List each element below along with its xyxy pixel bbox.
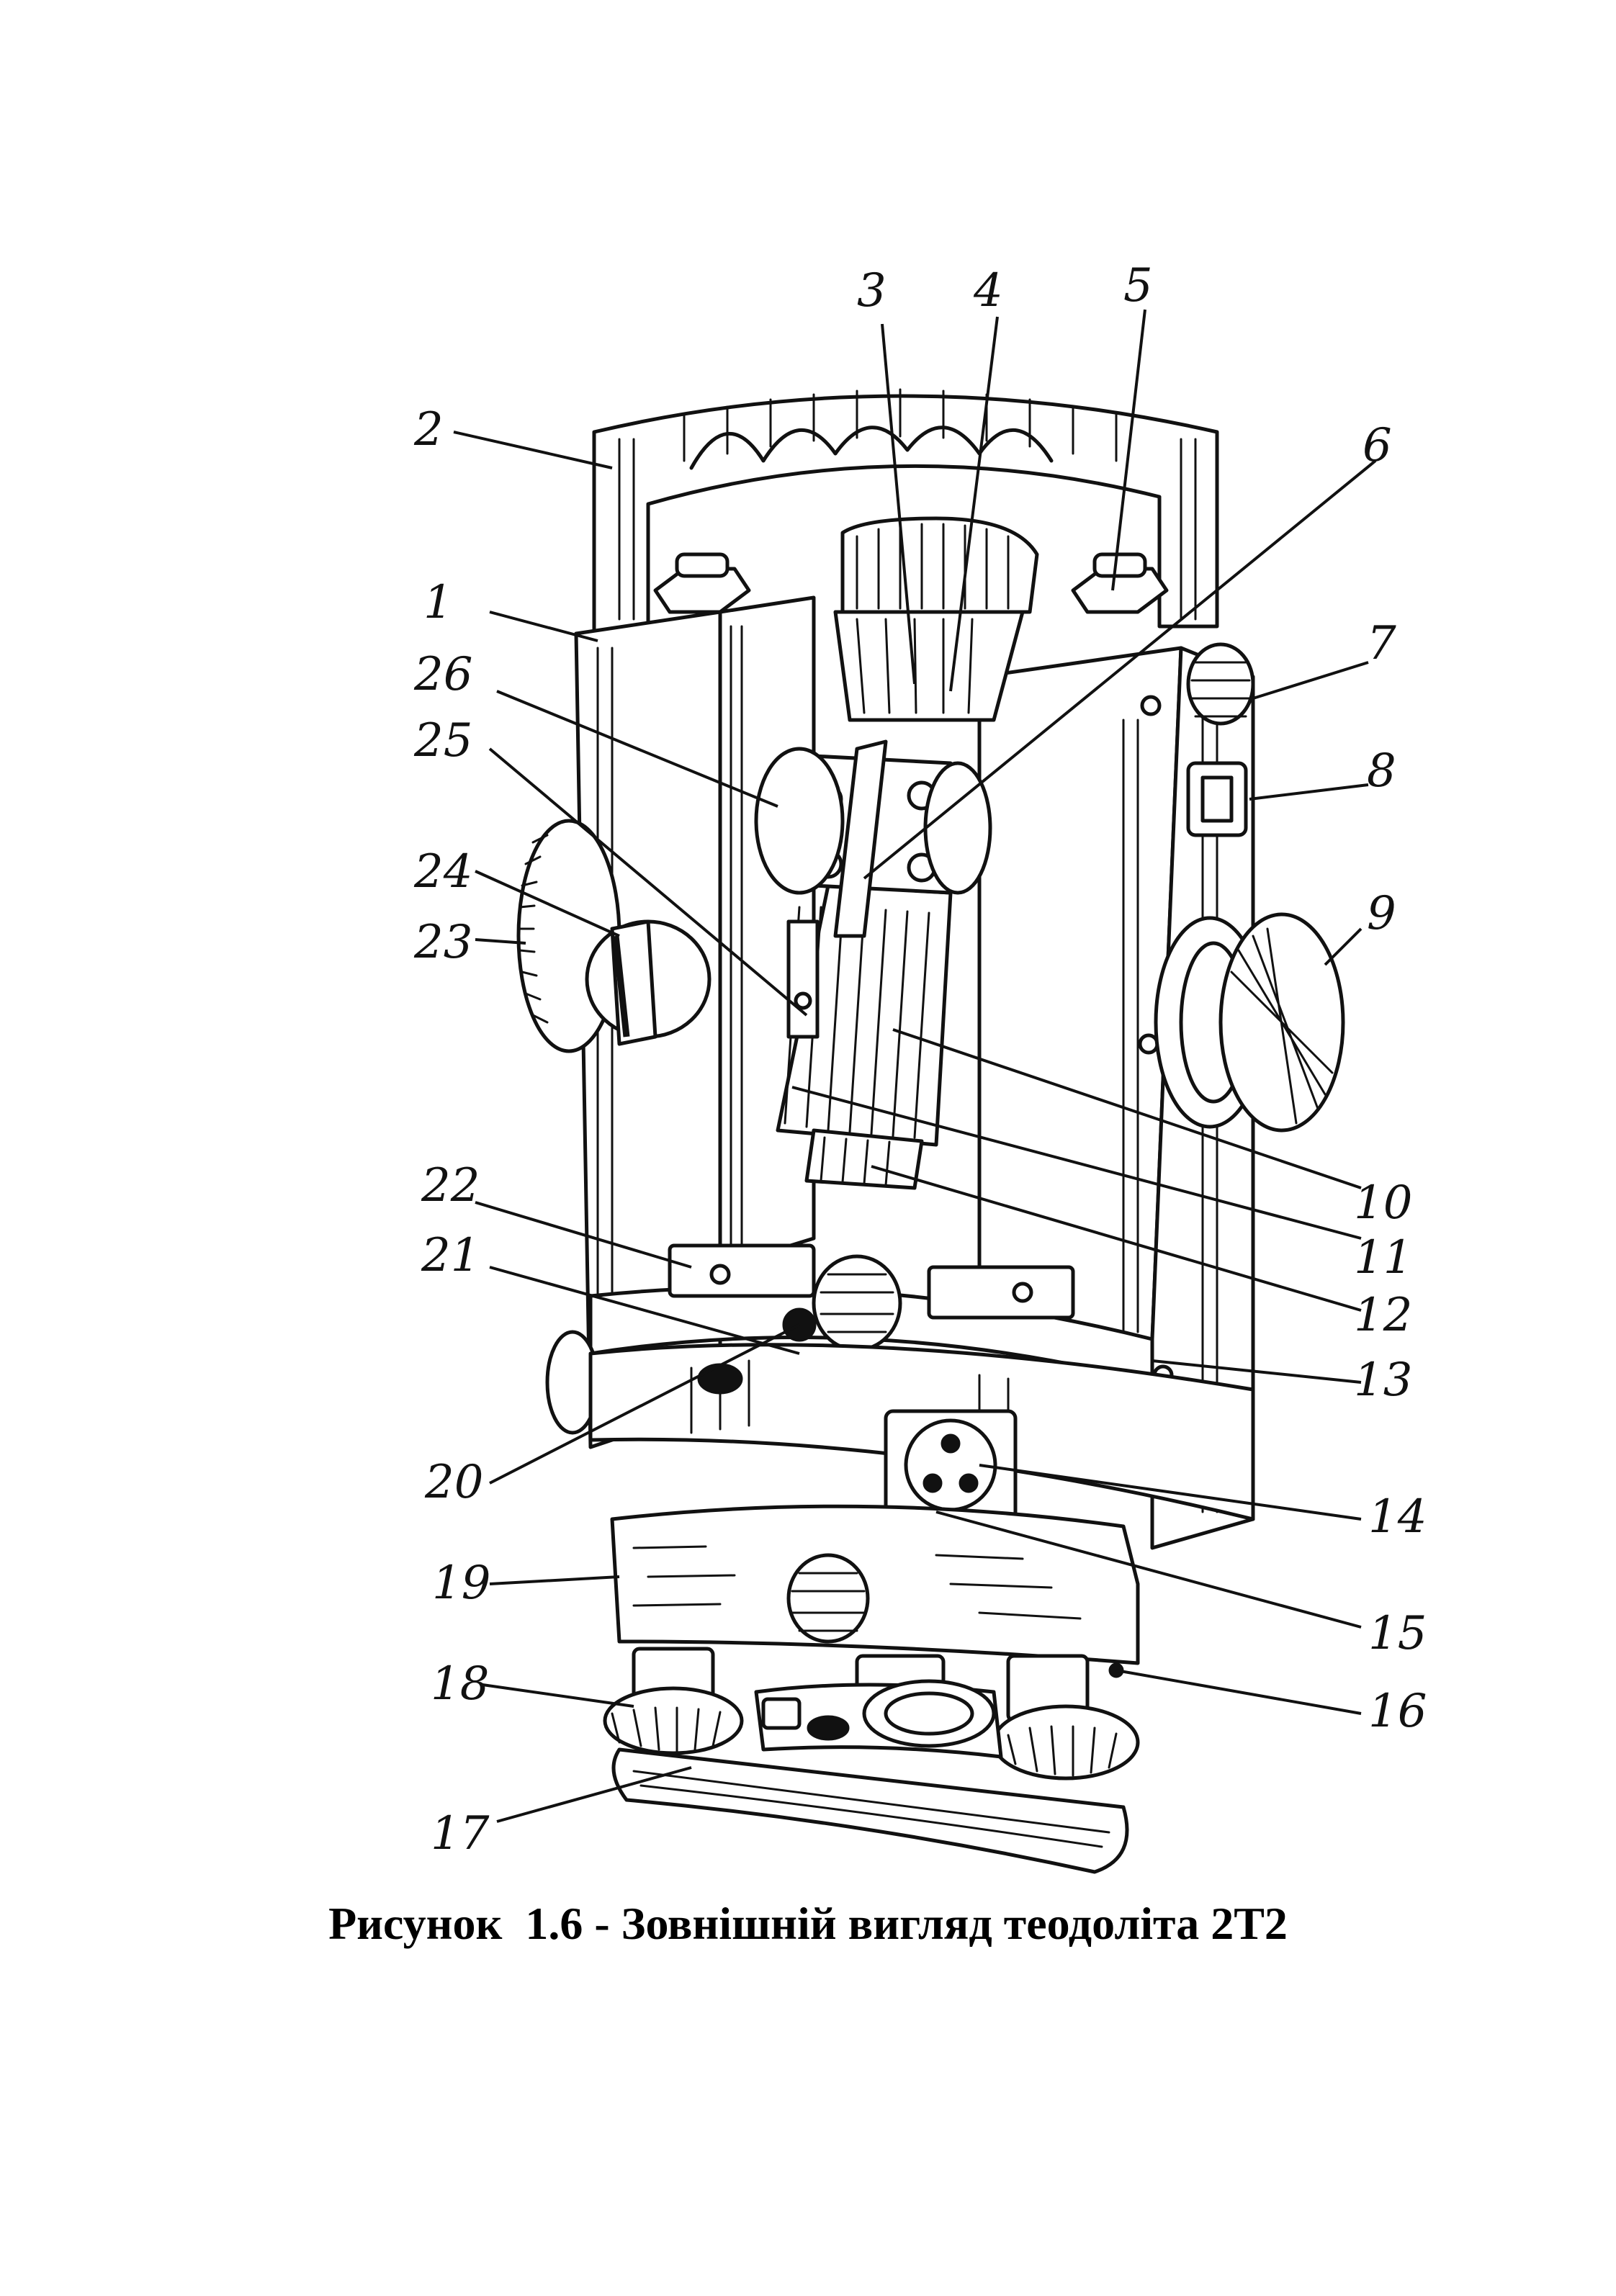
label-16: 16 xyxy=(1368,1685,1427,1738)
vertical-circle-knob xyxy=(516,819,712,1053)
label-6: 6 xyxy=(1363,419,1392,472)
label-15: 15 xyxy=(1368,1607,1427,1660)
label-20: 20 xyxy=(424,1456,483,1509)
label-19: 19 xyxy=(432,1557,490,1610)
label-26: 26 xyxy=(413,648,472,701)
caption-text: Зовнішній вигляд теодоліта 2Т2 xyxy=(621,1898,1288,1949)
callout-labels: 1 2 3 4 5 6 7 8 9 10 11 12 13 14 15 16 1… xyxy=(413,259,1427,1860)
caption-separator: - xyxy=(594,1898,610,1949)
label-24: 24 xyxy=(413,845,472,899)
caption-prefix: Рисунок xyxy=(328,1898,503,1949)
label-14: 14 xyxy=(1368,1490,1427,1544)
handle-screws xyxy=(653,552,1169,614)
foot-screws-and-base-plate xyxy=(603,1647,1140,1874)
label-4: 4 xyxy=(973,264,1003,318)
label-21: 21 xyxy=(421,1229,480,1282)
label-18: 18 xyxy=(431,1657,489,1711)
right-side-fittings xyxy=(1154,642,1345,1133)
label-1: 1 xyxy=(423,576,453,629)
label-22: 22 xyxy=(421,1159,480,1212)
label-9: 9 xyxy=(1367,887,1396,940)
tribrach xyxy=(610,1504,1140,1678)
figure-caption: Рисунок 1.6 - Зовнішній вигляд теодоліта… xyxy=(0,1897,1616,1950)
label-8: 8 xyxy=(1367,744,1396,798)
label-2: 2 xyxy=(413,403,444,456)
label-11: 11 xyxy=(1354,1231,1412,1284)
caption-number: 1.6 xyxy=(525,1898,583,1949)
label-10: 10 xyxy=(1354,1176,1412,1230)
leader-lines xyxy=(453,309,1377,1823)
label-12: 12 xyxy=(1354,1289,1412,1342)
label-23: 23 xyxy=(413,916,472,969)
label-13: 13 xyxy=(1354,1354,1412,1407)
carrying-handle xyxy=(592,388,1219,636)
label-17: 17 xyxy=(431,1807,490,1860)
label-25: 25 xyxy=(413,714,472,767)
label-5: 5 xyxy=(1123,259,1153,312)
label-3: 3 xyxy=(857,264,886,318)
label-7: 7 xyxy=(1367,617,1396,670)
right-standard xyxy=(977,646,1255,1550)
telescope xyxy=(754,516,1039,1190)
horizontal-clamp xyxy=(884,1409,1018,1521)
